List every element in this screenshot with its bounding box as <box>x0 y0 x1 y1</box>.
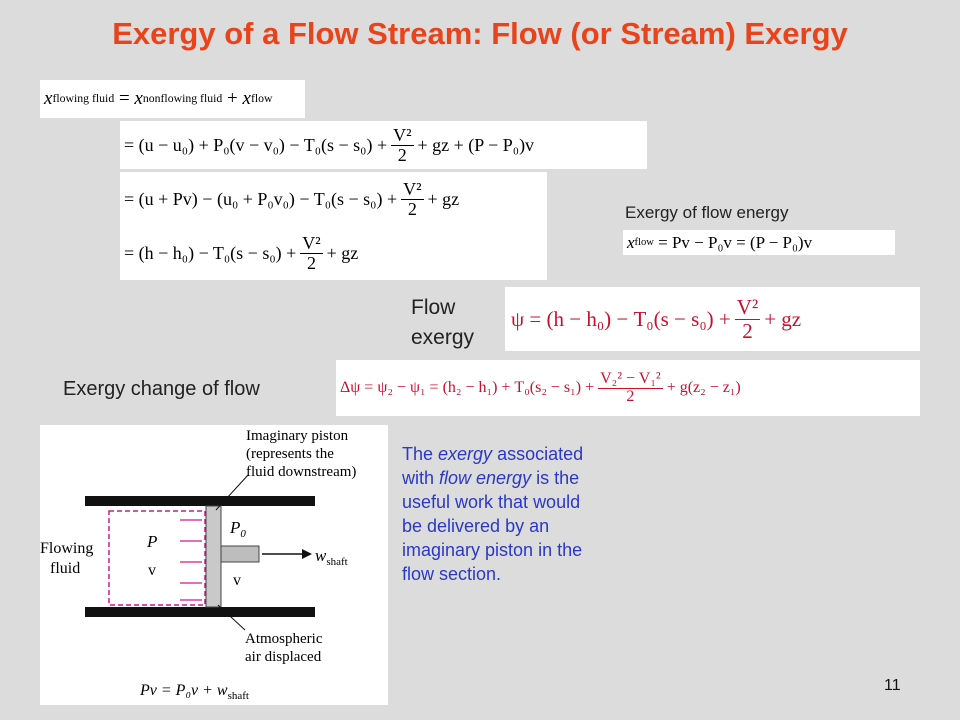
w-sub: shaft <box>326 556 347 568</box>
desc-t5: is the useful work that would be deliver… <box>402 468 583 584</box>
eq-x1-sub: flowing fluid <box>52 92 115 105</box>
piston-diagram-svg: Imaginary piston (represents the fluid d… <box>40 428 356 702</box>
volume-label-right: v <box>233 572 241 589</box>
eq-line2-fraction: V² 2 <box>401 178 424 219</box>
eq-line1-num: V² <box>391 124 414 146</box>
w-sym: w <box>315 546 327 565</box>
equation-line-3: = (h − h₀) − T₀(s − s₀) + V² 2 + gz <box>124 232 359 273</box>
callout-bottom-1: Atmospheric <box>245 631 323 647</box>
callout-top-3: fluid downstream) <box>246 464 356 480</box>
label-flow-line-2: exergy <box>411 326 475 349</box>
fluid-volume-outline <box>108 510 206 606</box>
piston-rod <box>220 545 260 563</box>
eq-x3: x <box>242 88 251 109</box>
eq-xflow-sym: x <box>627 232 635 252</box>
equation-lines-2-3: = (u + Pv) − (u₀ + P₀v₀) − T₀(s − s₀) + … <box>120 172 547 280</box>
eq-line2-text: = (u + Pv) − (u₀ + P₀v₀) − T₀(s − s₀) + <box>124 188 398 209</box>
eq-psi-fraction: V² 2 <box>734 295 761 343</box>
eq-line3-den: 2 <box>306 252 316 273</box>
label-exergy-change: Exergy change of flow <box>63 378 260 400</box>
description-text: The exergy associated with flow energy i… <box>402 442 594 586</box>
eq-dpsi-fraction: V₂² − V₁² 2 <box>598 369 663 406</box>
eq-line3-num: V² <box>300 232 323 254</box>
bottom-eq-sub: shaft <box>228 690 249 702</box>
callout-line-top <box>215 474 249 511</box>
eq-line2-num: V² <box>401 178 424 200</box>
p0-sub: 0 <box>240 528 246 540</box>
slide-title: Exergy of a Flow Stream: Flow (or Stream… <box>112 16 848 51</box>
eq-line2-end: + gz <box>427 188 460 209</box>
desc-t2: exergy <box>438 444 493 464</box>
label-exergy-flow-energy: Exergy of flow energy <box>625 203 789 222</box>
p0-label: P0 <box>229 518 246 540</box>
pressure-label: P <box>146 532 157 551</box>
eq-x3-sub: flow <box>250 92 273 105</box>
callout-top-1: Imaginary piston <box>246 428 349 444</box>
bottom-equation: Pv = P₀v + wshaft <box>139 682 249 702</box>
equation-line-2: = (u + Pv) − (u₀ + P₀v₀) − T₀(s − s₀) + … <box>124 178 460 219</box>
eq-xflow-sub: flow <box>634 237 654 248</box>
eq-line1-fraction: V² 2 <box>391 124 414 165</box>
eq-x2: x <box>134 88 143 109</box>
callout-top-2: (represents the <box>246 446 334 462</box>
flow-arrows <box>180 519 202 601</box>
eq-dpsi-end: + g(z₂ − z₁) <box>666 379 741 396</box>
eq-dpsi-den: 2 <box>626 387 635 405</box>
eq-line3-end: + gz <box>326 242 359 263</box>
eq-line3-fraction: V² 2 <box>300 232 323 273</box>
eq-line3-text: = (h − h₀) − T₀(s − s₀) + <box>124 242 297 263</box>
lower-pipe-wall <box>85 607 315 617</box>
piston-diagram: Imaginary piston (represents the fluid d… <box>40 425 388 705</box>
desc-t3: associated with <box>402 444 584 488</box>
eq-psi-text: ψ = (h − h₀) − T₀(s − s₀) + <box>511 306 731 331</box>
eq-dpsi-num: V₂² − V₁² <box>598 369 663 389</box>
shaft-arrowhead <box>302 549 312 559</box>
label-flow-line-1: Flow <box>411 296 456 319</box>
upper-pipe-wall <box>85 496 315 506</box>
eq-psi-den: 2 <box>742 318 753 343</box>
eq-line2-den: 2 <box>407 198 417 219</box>
flowing-label-1: Flowing <box>40 540 93 557</box>
bottom-eq-text: Pv = P₀v + w <box>139 682 228 699</box>
label-flow-exergy: Flow exergy <box>411 293 474 353</box>
callout-bottom-2: air displaced <box>245 649 322 665</box>
eq-line1-end: + gz + (P − P₀)v <box>417 134 535 155</box>
eq-dpsi-text: Δψ = ψ₂ − ψ₁ = (h₂ − h₁) + T₀(s₂ − s₁) + <box>340 379 595 396</box>
eq-xflow-text: = Pv − P₀v = (P − P₀)v <box>658 232 813 252</box>
equation-psi: ψ = (h − h₀) − T₀(s − s₀) + V² 2 + gz <box>505 287 920 351</box>
equation-line-1: = (u − u₀) + P₀(v − v₀) − T₀(s − s₀) + V… <box>120 121 647 169</box>
eq-line1-text: = (u − u₀) + P₀(v − v₀) − T₀(s − s₀) + <box>124 134 388 155</box>
eq-psi-end: + gz <box>764 306 802 331</box>
desc-t1: The <box>402 444 439 464</box>
eq-line1-den: 2 <box>397 144 407 165</box>
eq-x1: x <box>44 88 53 109</box>
eq-psi-num: V² <box>734 295 761 320</box>
eq-x2-sub: nonflowing fluid <box>142 92 223 105</box>
flowing-label-2: fluid <box>50 560 80 577</box>
volume-label-left: v <box>148 562 156 579</box>
desc-t4: flow energy <box>439 468 532 488</box>
equation-delta-psi: Δψ = ψ₂ − ψ₁ = (h₂ − h₁) + T₀(s₂ − s₁) +… <box>336 360 920 416</box>
piston <box>205 505 222 608</box>
slide-number: 11 <box>884 677 901 694</box>
w-shaft-label: wshaft <box>315 546 348 568</box>
callout-line-bottom <box>217 604 246 631</box>
p0-sym: P <box>229 518 240 537</box>
